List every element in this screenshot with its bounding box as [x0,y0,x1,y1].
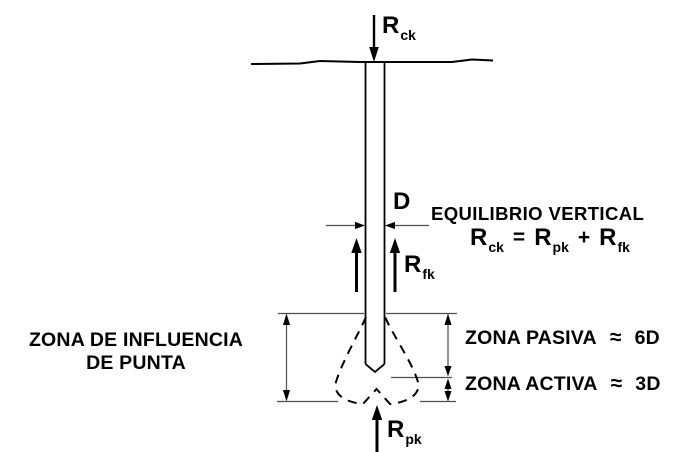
tip-resistance-symbol: R [387,416,405,443]
equation-lhs-subscript: ck [488,239,504,255]
passive-zone-dimension [444,313,452,377]
diameter-label: D [393,188,411,215]
shaft-friction-subscript: fk [422,266,435,282]
top-load-symbol: R [382,12,400,39]
active-zone-dimension [444,378,452,402]
equation-lhs-symbol: R [470,224,488,251]
passive-zone-value: 6D [634,327,660,349]
pressure-bulb-dashed-outline [334,316,420,406]
tip-resistance-subscript: pk [405,431,422,447]
active-zone-label: ZONA ACTIVA ≈3D [465,372,661,396]
influence-zone-line2: DE PUNTA [86,352,186,374]
pile-shaft [364,62,386,364]
diameter-dimension [326,221,429,230]
top-load-label: Rck [382,12,416,44]
active-zone-name: ZONA ACTIVA [465,373,598,395]
plus-sign: + [577,226,591,249]
passive-zone-name: ZONA PASIVA [465,327,597,349]
influence-zone-line1: ZONA DE INFLUENCIA [28,329,244,351]
pile-tip [364,363,386,374]
top-load-arrow [369,15,379,62]
equation-term2-symbol: R [599,224,617,251]
equilibrium-equation: Rck = Rpk + Rfk [470,224,630,256]
equation-term2-subscript: fk [617,239,630,255]
equation-term1-symbol: R [534,224,552,251]
shaft-friction-arrow-right [389,238,401,292]
ground-surface-line [250,58,494,65]
equals-sign: = [512,226,526,249]
equation-term1-subscript: pk [552,239,569,255]
equilibrium-title: EQUILIBRIO VERTICAL [431,203,645,224]
active-zone-approx-sign: ≈ [610,372,623,395]
shaft-friction-label: Rfk [404,251,435,283]
tip-resistance-label: Rpk [387,416,422,448]
passive-zone-label: ZONA PASIVA ≈6D [465,326,660,350]
influence-zone-label: ZONA DE INFLUENCIA DE PUNTA [10,329,262,375]
top-load-subscript: ck [400,27,416,43]
tip-resistance-arrow [371,405,383,452]
passive-zone-approx-sign: ≈ [609,326,622,349]
shaft-friction-arrow-left [351,238,362,292]
influence-zone-dimension [283,313,290,402]
active-zone-value: 3D [635,373,661,395]
shaft-friction-symbol: R [404,251,422,278]
